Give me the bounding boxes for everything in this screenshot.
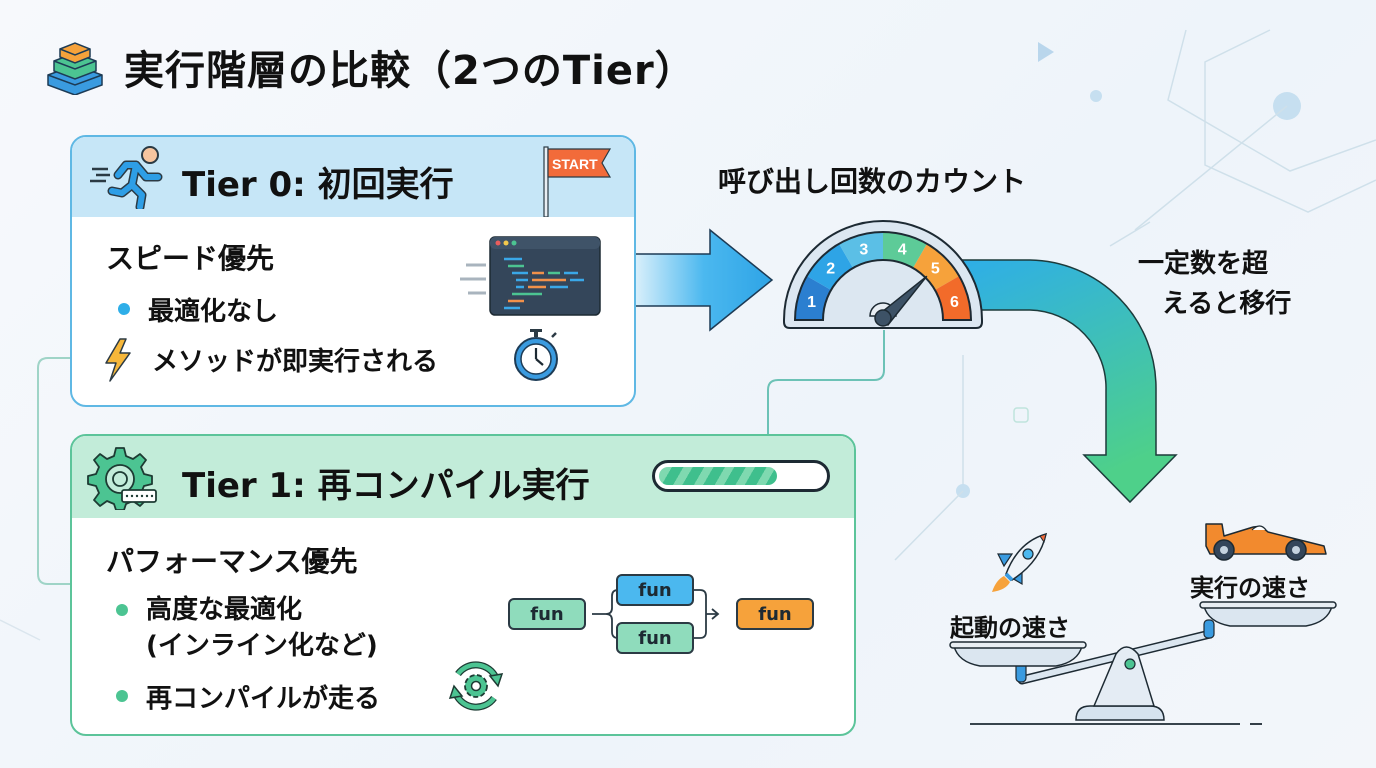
tier0-subhead: スピード優先 bbox=[106, 242, 275, 275]
lightning-icon bbox=[105, 338, 131, 382]
tier0-bullet-2-text: メソッドが即実行される bbox=[152, 347, 439, 377]
tier1-title: Tier 1: 再コンパイル実行 bbox=[182, 466, 590, 506]
gauge-segment bbox=[839, 232, 883, 269]
code-window-icon bbox=[460, 236, 601, 316]
recompile-cycle-icon bbox=[448, 661, 504, 711]
flow-node-inline-a: fun bbox=[616, 574, 694, 606]
tier1-card-header: Tier 1: 再コンパイル実行 bbox=[72, 436, 854, 518]
gauge-hub bbox=[874, 309, 892, 327]
gauge-segment bbox=[913, 243, 960, 290]
flag-label: START bbox=[552, 156, 598, 172]
gauge-connector-line bbox=[767, 330, 885, 434]
flow-node-inline-b: fun bbox=[616, 622, 694, 654]
compile-progress-bar bbox=[652, 460, 830, 492]
tier1-bullet-1: 高度な最適化 (インライン化など) bbox=[116, 592, 378, 664]
start-flag-icon: START bbox=[543, 146, 612, 217]
page-header: 実行階層の比較（2つのTier） bbox=[44, 38, 696, 96]
tier1-bullet-1-text: 高度な最適化 bbox=[146, 595, 303, 625]
tier0-bullet-2: メソッドが即実行される bbox=[102, 338, 439, 383]
bullet-dot bbox=[116, 604, 128, 616]
transition-label-line2: えると移行 bbox=[1162, 289, 1292, 319]
tier0-bullet-1: 最適化なし bbox=[118, 291, 278, 328]
tier1-bullet-1-subtext: (インライン化など) bbox=[146, 631, 378, 661]
balance-scale-icon bbox=[949, 601, 1337, 725]
transition-arrow-icon bbox=[960, 259, 1178, 504]
tier-connector-line bbox=[37, 357, 70, 585]
flow-node-optimized: fun bbox=[736, 598, 814, 630]
tier1-bullet-2-text: 再コンパイルが走る bbox=[146, 684, 381, 714]
counter-title: 呼び出し回数のカウント bbox=[718, 165, 1027, 198]
gauge-segment bbox=[806, 243, 853, 290]
gauge-segment bbox=[883, 232, 927, 269]
transition-label: 一定数を超 えると移行 bbox=[1138, 244, 1291, 324]
gauge-tick-label: 2 bbox=[826, 261, 835, 278]
stopwatch-icon bbox=[514, 329, 558, 381]
tier1-bullet-2: 再コンパイルが走る bbox=[116, 678, 380, 715]
tier1-subhead: パフォーマンス優先 bbox=[106, 545, 358, 578]
balance-right-label: 実行の速さ bbox=[1190, 574, 1310, 602]
decor-dot bbox=[1090, 90, 1102, 102]
race-car-icon bbox=[1205, 523, 1327, 561]
rocket-icon bbox=[992, 532, 1047, 592]
gauge-tick-label: 1 bbox=[807, 294, 816, 311]
page-title: 実行階層の比較（2つのTier） bbox=[124, 48, 696, 94]
gauge-needle bbox=[874, 275, 928, 327]
gauge-tick-label: 3 bbox=[859, 242, 868, 259]
right-arrow-icon bbox=[636, 228, 774, 332]
decor-triangle bbox=[1038, 42, 1054, 62]
flow-node-source: fun bbox=[508, 598, 586, 630]
balance-left-label: 起動の速さ bbox=[950, 614, 1070, 642]
compile-progress-fill bbox=[659, 467, 778, 485]
layers-icon bbox=[47, 42, 103, 95]
tier0-bullet-1-text: 最適化なし bbox=[148, 297, 279, 327]
gauge-tick-label: 6 bbox=[950, 294, 959, 311]
tier0-card: Tier 0: 初回実行 START スピード優先 最適化なし メソッドが即実行… bbox=[70, 135, 636, 407]
bullet-dot bbox=[118, 303, 130, 315]
flow-connectors bbox=[592, 584, 720, 644]
gauge-tick-label: 5 bbox=[931, 261, 940, 278]
tier1-card: Tier 1: 再コンパイル実行 パフォーマンス優先 高度な最適化 (インライン… bbox=[70, 434, 856, 736]
tier0-title: Tier 0: 初回実行 bbox=[182, 165, 454, 205]
bullet-dot bbox=[116, 690, 128, 702]
gauge-segment bbox=[795, 276, 832, 320]
running-person-icon bbox=[90, 146, 163, 209]
gauge-tick-label: 4 bbox=[898, 242, 907, 259]
tier0-card-header: Tier 0: 初回実行 START bbox=[72, 137, 634, 217]
transition-label-line1: 一定数を超 bbox=[1138, 249, 1269, 279]
gauge-segment bbox=[934, 276, 971, 320]
gear-settings-icon bbox=[87, 447, 157, 510]
